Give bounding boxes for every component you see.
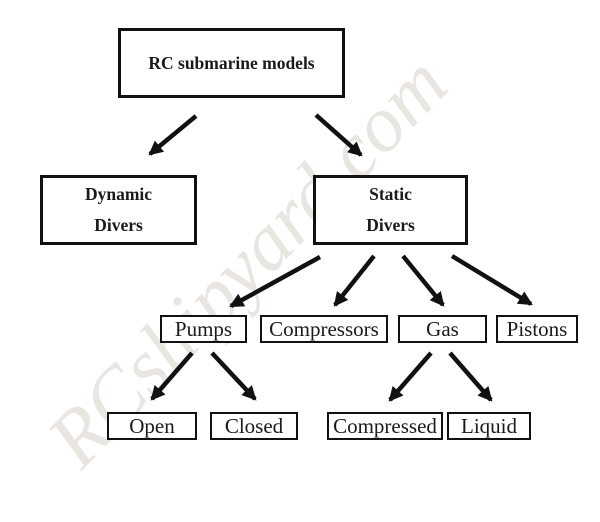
- arrow-static-to-compressors: [333, 254, 376, 307]
- node-label: Open: [129, 413, 175, 438]
- node-pumps: Pumps: [160, 315, 247, 343]
- arrow-static-to-pistons: [450, 254, 533, 306]
- node-rc-submarine-models: RC submarine models: [118, 28, 345, 98]
- arrow-static-to-pumps: [229, 255, 322, 308]
- arrow-gas-to-compressed: [388, 351, 433, 402]
- arrow-root-to-dynamic: [148, 114, 198, 156]
- arrow-pumps-to-open: [150, 351, 194, 401]
- arrow-root-to-static: [314, 113, 363, 157]
- node-label-line1: Static: [369, 184, 412, 204]
- node-label: Compressors: [269, 316, 379, 341]
- arrow-gas-to-liquid: [448, 351, 493, 402]
- node-closed: Closed: [210, 412, 298, 440]
- node-compressors: Compressors: [260, 315, 388, 343]
- node-gas: Gas: [398, 315, 487, 343]
- node-label: Pumps: [174, 316, 233, 341]
- node-open: Open: [107, 412, 197, 440]
- node-label-line2: Divers: [94, 215, 143, 235]
- node-static-divers: Static Divers: [313, 175, 468, 245]
- node-pistons: Pistons: [496, 315, 578, 343]
- node-label: Liquid: [461, 413, 517, 438]
- node-liquid: Liquid: [447, 412, 531, 440]
- node-label: Compressed: [333, 413, 437, 438]
- node-label-line1: Dynamic: [84, 184, 153, 204]
- node-dynamic-divers: Dynamic Divers: [40, 175, 197, 245]
- arrow-pumps-to-closed: [210, 351, 257, 401]
- node-label: Gas: [426, 316, 459, 341]
- arrow-static-to-gas: [401, 254, 445, 307]
- node-compressed: Compressed: [327, 412, 443, 440]
- node-label: Closed: [224, 413, 284, 438]
- node-label: Pistons: [506, 316, 568, 341]
- node-label-line2: Divers: [366, 215, 415, 235]
- node-label: RC submarine models: [148, 52, 315, 73]
